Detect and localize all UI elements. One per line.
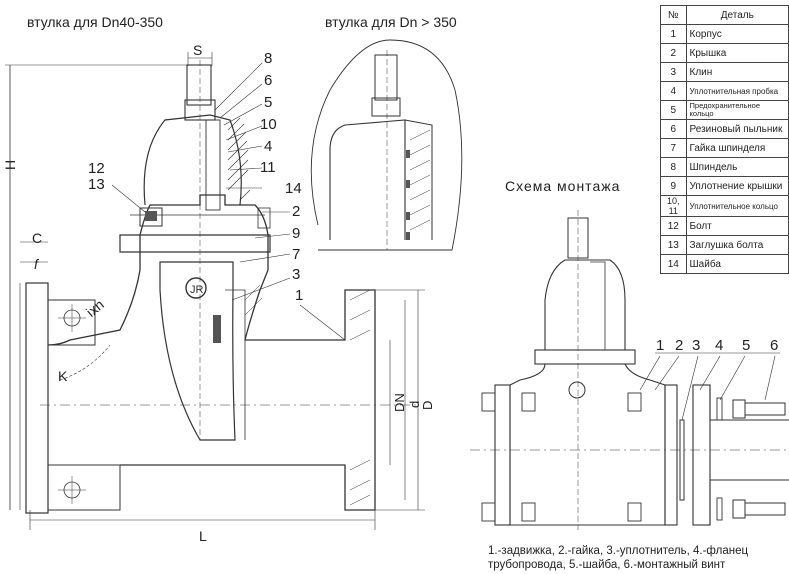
callout-11: 11 (260, 159, 276, 176)
row-part: Шпиндель (685, 157, 789, 177)
row-number: 13 (660, 235, 687, 255)
row-part: Уплотнительное кольцо (685, 195, 789, 217)
row-number: 5 (660, 100, 687, 120)
callout-7: 7 (292, 246, 301, 263)
row-part: Клин (685, 62, 789, 82)
callout-10: 10 (260, 116, 277, 133)
callout-1: 1 (295, 287, 304, 304)
mount-callout-1: 1 (656, 337, 665, 354)
row-part: Корпус (685, 24, 789, 44)
row-number: 1 (660, 24, 687, 44)
dim-h: H (2, 159, 18, 170)
mounting-caption: 1.-задвижка, 2.-гайка, 3.-уплотнитель, 4… (488, 544, 748, 572)
callout-2: 2 (292, 203, 301, 220)
table-header-row: № Деталь (660, 5, 789, 25)
mount-callout-2: 2 (675, 337, 684, 354)
callout-8: 8 (264, 50, 273, 67)
row-part: Болт (685, 216, 789, 236)
table-header-number: № (660, 5, 687, 25)
detail-dn-over-350 (310, 39, 463, 251)
row-number: 14 (660, 254, 687, 274)
mount-callout-6: 6 (770, 337, 779, 354)
row-number: 4 (660, 81, 687, 101)
row-number: 12 (660, 216, 687, 236)
row-part: Крышка (685, 43, 789, 63)
mounting-scheme (470, 210, 789, 530)
callout-14: 14 (285, 180, 302, 197)
heading-right-dn-over-350: втулка для Dn > 350 (325, 14, 457, 30)
dim-c: C (32, 230, 43, 246)
callout-3: 3 (292, 266, 301, 283)
row-part: Заглушка болта (685, 235, 789, 255)
callout-13: 13 (88, 176, 105, 193)
callout-4: 4 (264, 138, 273, 155)
row-number: 9 (660, 176, 687, 196)
row-number: 3 (660, 62, 687, 82)
row-part: Резиновый пыльник (685, 119, 789, 139)
dim-k: K (58, 368, 68, 384)
row-part: Шайба (685, 254, 789, 274)
caption-line-2: трубопровода, 5.-шайба, 6.-монтажный вин… (488, 559, 726, 571)
mount-callout-3: 3 (692, 337, 701, 354)
row-part: Уплотнительная пробка (685, 81, 789, 101)
dim-dn: DN (392, 393, 407, 412)
mount-callout-4: 4 (715, 337, 724, 354)
svg-text:JR: JR (190, 284, 204, 296)
callout-12: 12 (88, 160, 105, 177)
row-number: 7 (660, 138, 687, 158)
row-number: 6 (660, 119, 687, 139)
callout-6: 6 (264, 72, 273, 89)
table-header-part: Деталь (685, 5, 789, 25)
row-number: 10, 11 (660, 195, 687, 217)
callout-5: 5 (264, 94, 273, 111)
row-part: Предохранительное кольцо (685, 100, 789, 120)
row-part: Гайка шпинделя (685, 138, 789, 158)
left-valve-section: JR (5, 52, 425, 530)
heading-mounting-scheme: Схема монтажа (505, 178, 621, 194)
caption-line-1: 1.-задвижка, 2.-гайка, 3.-уплотнитель, 4… (488, 545, 749, 557)
dim-d-large: D (420, 400, 435, 410)
mount-callout-5: 5 (742, 337, 751, 354)
heading-left-dn40-350: втулка для Dn40-350 (27, 14, 163, 30)
dim-l: L (199, 528, 207, 544)
dim-f: f (34, 256, 38, 272)
callout-9: 9 (292, 225, 301, 242)
row-part: Уплотнение крышки (685, 176, 789, 196)
row-number: 8 (660, 157, 687, 177)
dim-s: S (193, 42, 203, 58)
row-number: 2 (660, 43, 687, 63)
